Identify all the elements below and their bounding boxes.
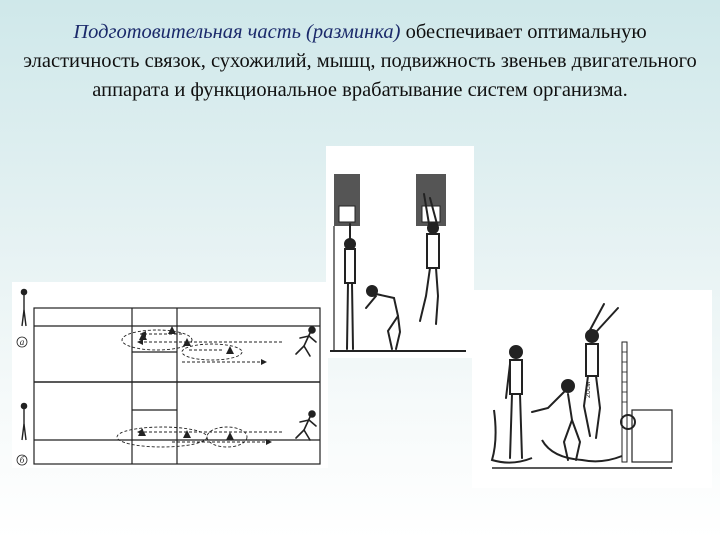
athlete-reaching xyxy=(582,303,619,439)
athlete-crouching xyxy=(365,285,402,350)
athlete-jumping xyxy=(419,193,440,325)
caption-rest: обеспечивает оптимальную эластичность св… xyxy=(23,21,697,101)
runner-figure-bottom xyxy=(295,410,317,441)
reach-test-illustration: 20см xyxy=(472,290,712,488)
court-drill-svg: а б xyxy=(16,288,321,466)
court-drill-diagram: а б xyxy=(12,282,328,468)
caption-text: Подготовительная часть (разминка) обеспе… xyxy=(20,18,700,105)
athlete-standing xyxy=(344,223,356,350)
athlete-crouching xyxy=(531,379,582,461)
standing-figure-top xyxy=(20,288,28,327)
measuring-pole xyxy=(621,341,628,463)
floor-ropes xyxy=(490,409,623,464)
cone-markers xyxy=(138,326,234,440)
jump-sequence-svg xyxy=(330,174,466,352)
standing-figure-bottom xyxy=(20,402,28,441)
athlete-standing xyxy=(505,345,523,459)
backboard-left xyxy=(333,174,360,351)
scale-label: 20см xyxy=(585,382,592,398)
pulley-ring xyxy=(620,414,636,430)
jump-sequence-illustration xyxy=(326,146,474,358)
runner-figure-top xyxy=(295,326,317,357)
diagram-label-a: а xyxy=(20,337,25,347)
wall-block xyxy=(631,409,673,463)
caption-lead: Подготовительная часть (разминка) xyxy=(73,21,401,43)
reach-test-svg: 20см xyxy=(490,303,673,469)
diagram-label-b: б xyxy=(20,455,25,465)
